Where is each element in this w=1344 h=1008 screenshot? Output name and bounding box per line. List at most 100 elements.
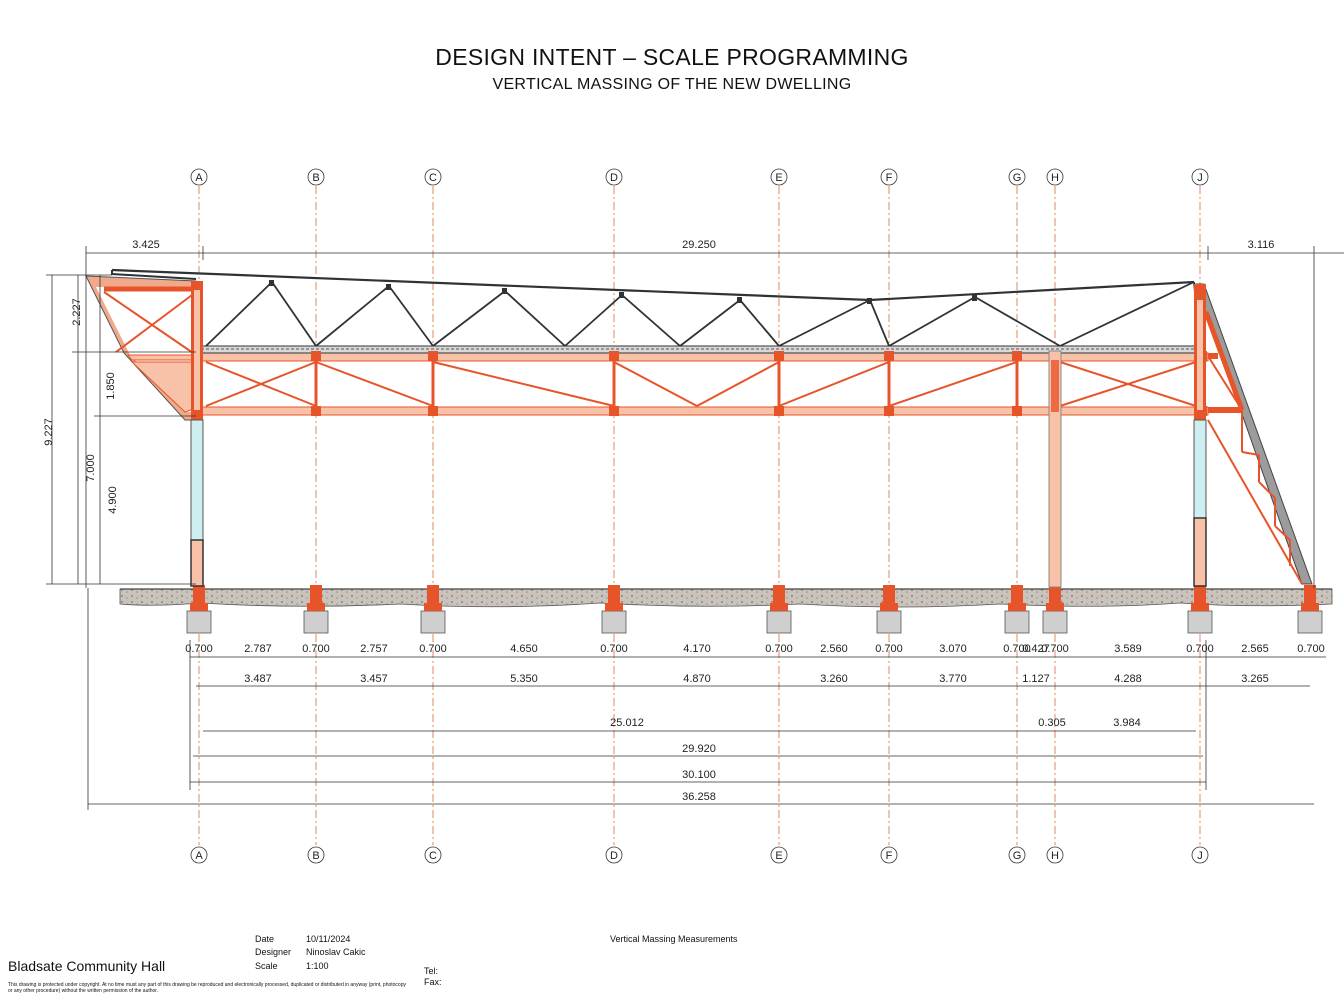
pier-cap <box>1046 603 1064 611</box>
dim-row1-7: 4.170 <box>683 643 711 655</box>
grid-bubble-C <box>424 846 442 864</box>
designer-label: Designer <box>255 947 292 957</box>
pier-cap <box>770 603 788 611</box>
dim-row2-0: 3.487 <box>244 673 272 685</box>
grid-bubble-H <box>1046 168 1064 186</box>
grid-label-A: A <box>195 172 203 184</box>
grid-bubble-E <box>770 846 788 864</box>
footings <box>186 585 1323 634</box>
grid-label-G: G <box>1013 850 1022 862</box>
footing <box>1187 610 1213 634</box>
dim-row1-5: 4.650 <box>510 643 538 655</box>
grid-label-J: J <box>1197 172 1203 184</box>
dim-row3-0: 25.012 <box>610 717 644 729</box>
copyright-notice: This drawing is protected under copyrigh… <box>8 982 406 994</box>
dim-total-1: 30.100 <box>682 769 716 781</box>
footing <box>1004 610 1030 634</box>
pier-cap <box>605 603 623 611</box>
grid-label-C: C <box>429 850 437 862</box>
footing <box>186 610 212 634</box>
grid-label-J: J <box>1197 850 1203 862</box>
grid-label-F: F <box>886 850 893 862</box>
footing <box>303 610 329 634</box>
grid-label-H: H <box>1051 172 1059 184</box>
dim-row1-9: 2.560 <box>820 643 848 655</box>
date-value: 10/11/2024 <box>306 934 351 944</box>
dim-row1-2: 0.700 <box>302 643 330 655</box>
dim-row2-3: 4.870 <box>683 673 711 685</box>
grid-bubble-C <box>424 168 442 186</box>
dim-left-1: 1.850 <box>105 372 117 400</box>
scale-label: Scale <box>255 961 278 971</box>
grid-label-C: C <box>429 172 437 184</box>
grid-bubble-G <box>1008 168 1026 186</box>
dim-row2-5: 3.770 <box>939 673 967 685</box>
designer-value: Ninoslav Cakic <box>306 947 366 957</box>
dim-row1-8: 0.700 <box>765 643 793 655</box>
dim-row2-1: 3.457 <box>360 673 388 685</box>
grid-label-B: B <box>312 172 319 184</box>
dim-row1-18: 0.700 <box>1297 643 1325 655</box>
project-name: Bladsate Community Hall <box>8 958 166 974</box>
dim-row2-6: 1.127 <box>1022 673 1050 685</box>
dim-row1-3: 2.757 <box>360 643 388 655</box>
footing <box>876 610 902 634</box>
grid-label-H: H <box>1051 850 1059 862</box>
grid-label-E: E <box>775 172 782 184</box>
dim-left-3: 7.000 <box>85 454 97 482</box>
dim-row1-10: 0.700 <box>875 643 903 655</box>
dim-row1-13: 0.427 <box>1022 643 1050 655</box>
grid-bubble-J <box>1191 846 1209 864</box>
dim-row2-7: 4.288 <box>1114 673 1142 685</box>
footing <box>1042 610 1068 634</box>
roof-truss <box>111 268 1201 347</box>
grid-bubble-E <box>770 168 788 186</box>
date-label: Date <box>255 934 275 944</box>
pier-cap <box>1191 603 1209 611</box>
dim-top-2: 3.116 <box>1248 239 1275 251</box>
pier-cap <box>424 603 442 611</box>
dim-row2-8: 3.265 <box>1241 673 1269 685</box>
pier-cap <box>307 603 325 611</box>
dim-total-0: 29.920 <box>682 743 716 755</box>
columns <box>190 281 1207 588</box>
dim-row1-15: 3.589 <box>1114 643 1142 655</box>
dim-row1-12: 0.700 <box>1003 643 1031 655</box>
dim-left-2: 4.900 <box>107 486 119 514</box>
tel-label: Tel: <box>424 966 439 976</box>
dim-left-4: 9.227 <box>43 418 55 446</box>
pier-cap <box>190 603 208 611</box>
grid-label-B: B <box>312 850 319 862</box>
footing <box>601 610 627 634</box>
drawing-subtitle: VERTICAL MASSING OF THE NEW DWELLING <box>492 76 852 93</box>
grid-label-E: E <box>775 850 782 862</box>
pier-cap <box>1301 603 1319 611</box>
grid-bubble-D <box>605 846 623 864</box>
dim-row1-16: 0.700 <box>1186 643 1214 655</box>
grid-bubble-H <box>1046 846 1064 864</box>
footing <box>766 610 792 634</box>
grid-label-A: A <box>195 850 203 862</box>
scale-value: 1:100 <box>306 961 329 971</box>
grid-bubble-B <box>307 846 325 864</box>
dim-row3-1: 0.305 <box>1038 717 1066 729</box>
grid-label-F: F <box>886 172 893 184</box>
dim-row1-1: 2.787 <box>244 643 272 655</box>
dim-row2-4: 3.260 <box>820 673 848 685</box>
pier-cap <box>1008 603 1026 611</box>
drawing-title: DESIGN INTENT – SCALE PROGRAMMING <box>435 44 909 70</box>
dim-row1-0: 0.700 <box>185 643 213 655</box>
grid-label-G: G <box>1013 172 1022 184</box>
grid-bubble-J <box>1191 168 1209 186</box>
dim-row1-4: 0.700 <box>419 643 447 655</box>
drawing-name: Vertical Massing Measurements <box>610 934 738 944</box>
dim-top-0: 3.425 <box>132 239 160 251</box>
grid-bubble-F <box>880 846 898 864</box>
dim-row3-2: 3.984 <box>1113 717 1141 729</box>
dim-row1-11: 3.070 <box>939 643 967 655</box>
dim-row2-2: 5.350 <box>510 673 538 685</box>
dim-row1-14: 0.700 <box>1041 643 1069 655</box>
left-cantilever <box>85 275 197 421</box>
